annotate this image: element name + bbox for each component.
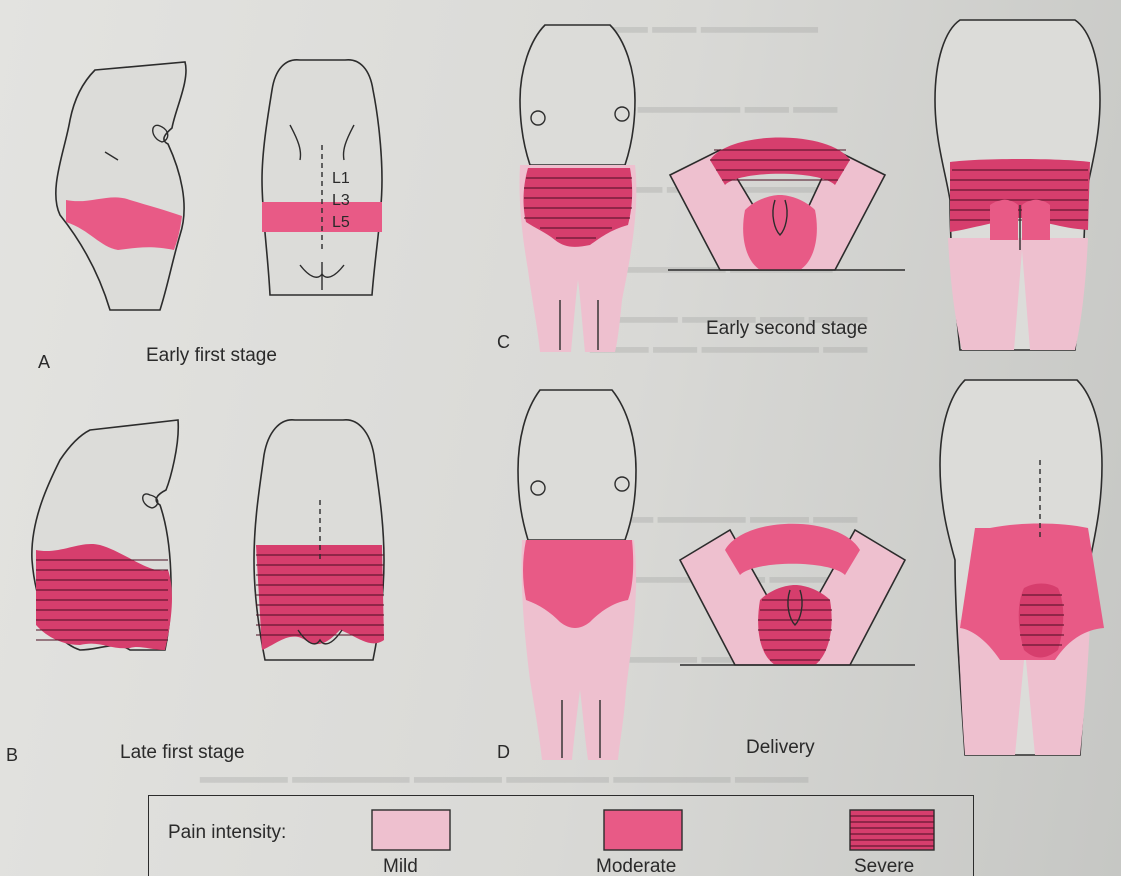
vertebra-label-l3: L3: [332, 192, 350, 210]
panel-c-lithotomy-figure: [668, 138, 905, 271]
panel-d-front-figure: [518, 390, 636, 760]
panel-b-caption: Late first stage: [120, 742, 245, 764]
panel-a-back-figure: [262, 60, 382, 295]
panel-d-back-figure: [940, 380, 1104, 755]
panel-c-caption: Early second stage: [706, 318, 868, 340]
vertebra-label-l5: L5: [332, 214, 350, 232]
legend-title: Pain intensity:: [168, 822, 286, 844]
panel-b-letter: B: [6, 745, 18, 766]
panel-a-caption: Early first stage: [146, 345, 277, 367]
legend-label-severe: Severe: [854, 856, 914, 876]
panel-d-lithotomy-figure: [680, 524, 915, 665]
panel-c-front-figure: [519, 25, 636, 352]
panel-b-side-figure: [32, 420, 178, 650]
vertebra-label-l1: L1: [332, 170, 350, 188]
legend-label-moderate: Moderate: [596, 856, 676, 876]
panel-b-back-figure: [254, 420, 384, 660]
panel-d-letter: D: [497, 742, 510, 763]
panel-c-letter: C: [497, 332, 510, 353]
panel-a-side-figure: [56, 62, 186, 310]
legend-label-mild: Mild: [383, 856, 418, 876]
panel-d-caption: Delivery: [746, 737, 815, 759]
panel-a-letter: A: [38, 352, 50, 373]
panel-c-back-figure: [935, 20, 1100, 350]
